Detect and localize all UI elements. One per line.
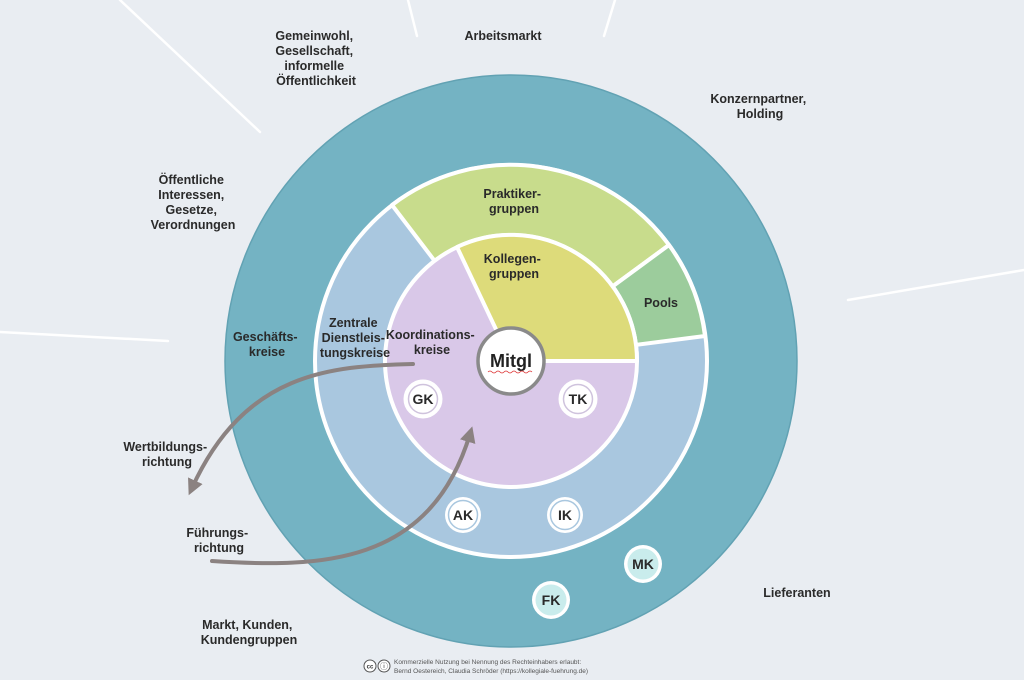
mitglieder-label: Mitgl [490, 351, 532, 371]
geschaeftskreise-label: Geschäfts- kreise [233, 330, 301, 359]
svg-text:MK: MK [632, 556, 654, 572]
mitglieder-circle [476, 326, 546, 396]
gemeinwohl-label: Gemeinwohl, Gesellschaft, informelle Öff… [275, 29, 356, 88]
zentrale-dienstleistungskreise-label: Zentrale Dienstleis- tungskreise [320, 316, 390, 360]
wertbildungsrichtung-arrow [188, 362, 415, 496]
badge-mk: MK [624, 545, 662, 583]
background-rays [0, 0, 1024, 343]
ray-top-left [118, 0, 262, 134]
svg-text:AK: AK [453, 507, 473, 523]
spellcheck-underline [487, 370, 533, 374]
badge-gk: GK [403, 379, 443, 419]
cc-icon [363, 659, 377, 673]
badge-fk: FK [532, 581, 570, 619]
fuehrungsrichtung-label: Führungs- richtung [186, 526, 251, 555]
license-line-1: Kommerzielle Nutzung bei Nennung des Rec… [394, 659, 581, 666]
svg-text:GK: GK [413, 391, 434, 407]
ray-top-center [406, 0, 419, 38]
ray-top-right [602, 0, 617, 38]
badge-tk: TK [558, 379, 598, 419]
license-footer: cc ⓘ Kommerzielle Nutzung bei Nennung de… [363, 659, 588, 675]
kollegengruppen-label: Kollegen- gruppen [484, 252, 544, 281]
license-line-2: Bernd Oestereich, Claudia Schröder (http… [394, 668, 588, 675]
svg-text:FK: FK [542, 592, 561, 608]
ray-left [0, 330, 170, 343]
arbeitsmarkt-label: Arbeitsmarkt [464, 29, 542, 43]
ray-right [846, 268, 1024, 302]
svg-text:TK: TK [569, 391, 588, 407]
badge-ak: AK [445, 497, 481, 533]
fuehrungsrichtung-arrow [210, 426, 476, 566]
koordinationskreise-label: Koordinations- kreise [386, 328, 478, 357]
oeffentliche-interessen-label: Öffentliche Interessen, Gesetze, Verordn… [151, 172, 236, 232]
wertbildungsrichtung-label: Wertbildungs- richtung [123, 440, 210, 469]
attribution-icon-text: ⓘ [380, 662, 388, 671]
lieferanten-label: Lieferanten [763, 586, 830, 600]
praktikergruppen-label: Praktiker- gruppen [483, 187, 544, 216]
konzernpartner-label: Konzernpartner, Holding [710, 92, 809, 121]
svg-text:IK: IK [558, 507, 572, 523]
pools-label: Pools [644, 296, 678, 310]
badge-ik: IK [547, 497, 583, 533]
attribution-icon [377, 659, 391, 673]
markt-kunden-label: Markt, Kunden, Kundengruppen [201, 618, 298, 647]
cc-icon-text: cc [367, 665, 374, 671]
